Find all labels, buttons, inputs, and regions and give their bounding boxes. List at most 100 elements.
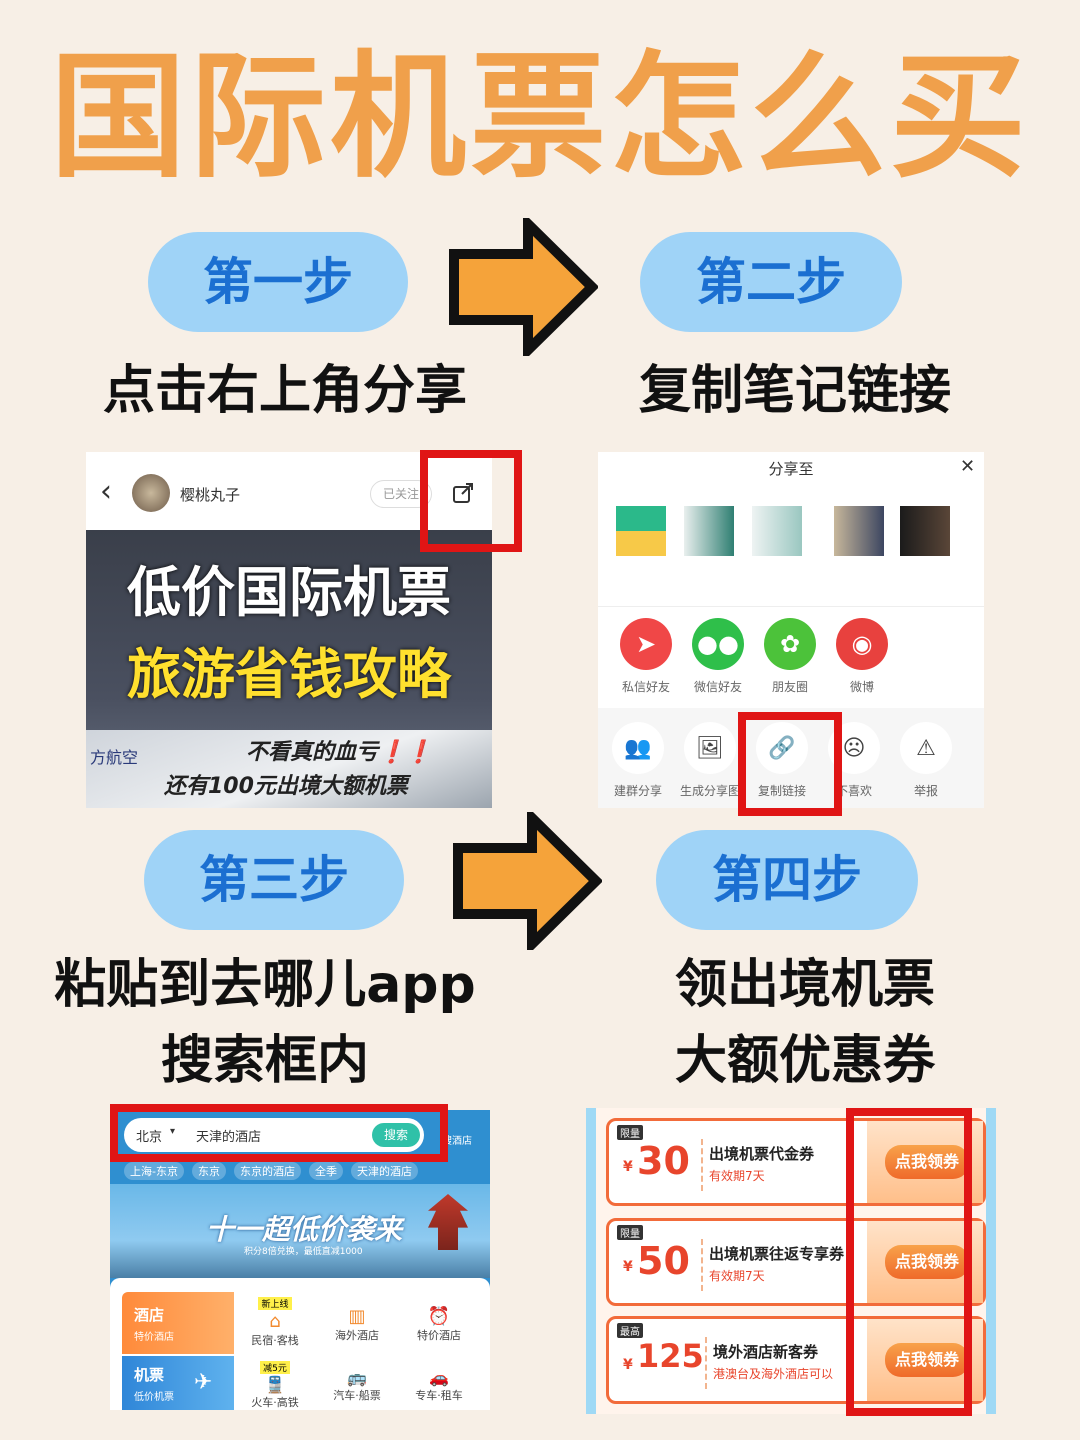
coupon-tag: 最高 [617,1323,643,1338]
grid-tile[interactable]: 🚌 汽车·船票 [316,1356,398,1410]
share-sheet: 分享至 ✕ ➤ 私信好友 ●● 微信好友 ✿ 朋友圈 ◉ 微博 👥 建群分享 � [598,452,984,808]
contact-avatar[interactable] [684,506,734,556]
cover-subtitle-1: 不看真的血亏❗❗ [246,740,433,765]
contact-avatar[interactable] [616,506,666,556]
pagoda-icon [428,1194,468,1250]
grid-label: 酒店 [134,1306,165,1324]
cover-subtitle-2: 还有100元出境大额机票 [164,774,408,799]
divider [598,606,984,607]
promo-banner[interactable]: 十一超低价袭来 积分8倍兑换，最低直减1000 [110,1184,490,1278]
step-2-pill: 第二步 [640,232,902,332]
tag-chip[interactable]: 东京的酒店 [233,1162,301,1180]
grid-tile[interactable]: ▥ 海外酒店 [316,1292,398,1354]
arrow-right-icon [448,218,598,356]
share-sheet-title: 分享至 [768,460,814,478]
claim-coupon-button[interactable]: 点我领券 [885,1245,969,1279]
grid-sublabel: 低价机票 [134,1392,174,1403]
share-option-label: 生成分享图 [679,784,740,798]
coupon-divider [701,1239,704,1291]
tag-chip[interactable]: 上海-东京 [124,1162,184,1180]
tag-chip[interactable]: 东京 [191,1162,226,1180]
tag-row: 上海-东京 东京 东京的酒店 全季 天津的酒店 [124,1162,418,1180]
grid-tile[interactable]: 新上线 ⌂ 民宿·客栈 [234,1292,316,1354]
close-icon[interactable]: ✕ [960,456,976,477]
search-input[interactable]: 天津的酒店 [196,1130,262,1145]
grid-flight-tile[interactable]: 机票 低价机票 ✈ [122,1356,234,1410]
contact-avatar[interactable] [752,506,802,556]
grid-hotel-tile[interactable]: 酒店 特价酒店 [122,1292,234,1354]
share-option-label: 微信好友 [693,680,742,694]
grid-tile[interactable]: ⏰ 特价酒店 [398,1292,480,1354]
grid-tile[interactable]: 🚗 专车·租车 [398,1356,480,1410]
share-option[interactable]: 🖼 生成分享图 [674,722,746,806]
share-option[interactable]: ●● 微信好友 [682,618,754,702]
avatar[interactable] [132,474,170,512]
warning-icon: ⚠ [900,722,952,774]
copy-link-option[interactable]: 🔗 复制链接 [746,722,818,806]
back-icon[interactable]: ‹ [100,474,112,509]
weibo-icon: ◉ [836,618,888,670]
step-2-text: 复制笔记链接 [638,361,951,421]
tag-chip[interactable]: 全季 [308,1162,343,1180]
claim-coupon-button[interactable]: 点我领券 [885,1145,969,1179]
share-row-tools: 👥 建群分享 🖼 生成分享图 🔗 复制链接 ☹ 不喜欢 ⚠ 举报 [602,722,982,806]
contact-avatar[interactable] [900,506,950,556]
coupon-title: 出境机票往返专享券 [709,1245,845,1263]
tag-chip[interactable]: 天津的酒店 [350,1162,418,1180]
grid-label: 汽车·船票 [333,1389,381,1402]
share-option[interactable]: ➤ 私信好友 [610,618,682,702]
step-3-text-line2: 搜索框内 [160,1031,369,1091]
coupon-currency: ¥ [623,1357,633,1373]
highlight-share-box [420,450,522,552]
follow-button[interactable]: 已关注 [370,480,432,508]
coupon-currency: ¥ [623,1159,633,1175]
share-option-label: 举报 [913,784,938,798]
arrow-right-icon [452,812,602,950]
highlight-copy-link-box [738,712,842,816]
share-icon[interactable] [452,482,474,504]
link-icon: 🔗 [756,722,808,774]
share-option[interactable]: ◉ 微博 [826,618,898,702]
wechat-icon: ●● [692,618,744,670]
claim-coupon-button[interactable]: 点我领券 [885,1343,969,1377]
moments-icon: ✿ [764,618,816,670]
image-icon: 🖼 [684,722,736,774]
step-1-pill: 第一步 [148,232,408,332]
grid-badge: 减5元 [260,1361,290,1374]
share-option[interactable]: 👥 建群分享 [602,722,674,806]
cover-headline-1: 低价国际机票 [127,561,451,624]
search-button[interactable]: 搜索 [372,1123,420,1147]
city-selector[interactable]: 北京 [136,1130,163,1145]
grid-sublabel: 特价酒店 [134,1332,174,1343]
grid-label: 火车·高铁 [251,1396,299,1409]
banner-headline: 十一超低价袭来 [206,1213,403,1246]
banner-subtext: 积分8倍兑换，最低直减1000 [244,1247,363,1257]
building-icon: ▥ [348,1306,366,1327]
grid-label: 特价酒店 [417,1329,461,1342]
coupon-tag: 限量 [617,1225,643,1240]
share-option-label: 私信好友 [621,680,670,694]
coupon-desc: 港澳台及海外酒店可以 [713,1367,834,1381]
grid-tile[interactable]: 减5元 🚆 火车·高铁 [234,1356,316,1410]
step-4-pill: 第四步 [656,830,918,930]
share-option-label: 不喜欢 [835,784,872,798]
coupon-amount: 50 [637,1239,690,1283]
contact-avatar[interactable] [834,506,884,556]
share-option[interactable]: ⚠ 举报 [890,722,962,806]
share-option-label: 微博 [849,680,874,694]
share-option[interactable]: ✿ 朋友圈 [754,618,826,702]
highlight-claim-buttons-box [846,1108,972,1416]
search-bar[interactable]: 北京 ▾ 天津的酒店 搜索 [124,1118,424,1152]
corner-label[interactable]: 搜酒店 [442,1136,472,1147]
send-icon: ➤ [620,618,672,670]
coupon-divider [701,1139,704,1191]
coupon-currency: ¥ [623,1259,633,1275]
post-cover[interactable]: 低价国际机票 旅游省钱攻略 方航空 不看真的血亏❗❗ 还有100元出境大额机票 [86,530,492,808]
coupon-desc: 有效期7天 [709,1169,765,1183]
step-1-text: 点击右上角分享 [102,361,467,421]
share-option-label: 建群分享 [613,784,662,798]
bus-icon: 🚌 [347,1368,367,1387]
step-4-text-line1: 领出境机票 [674,955,935,1015]
step-3-text-line1: 粘贴到去哪儿app [54,955,476,1015]
username[interactable]: 樱桃丸子 [180,486,241,504]
